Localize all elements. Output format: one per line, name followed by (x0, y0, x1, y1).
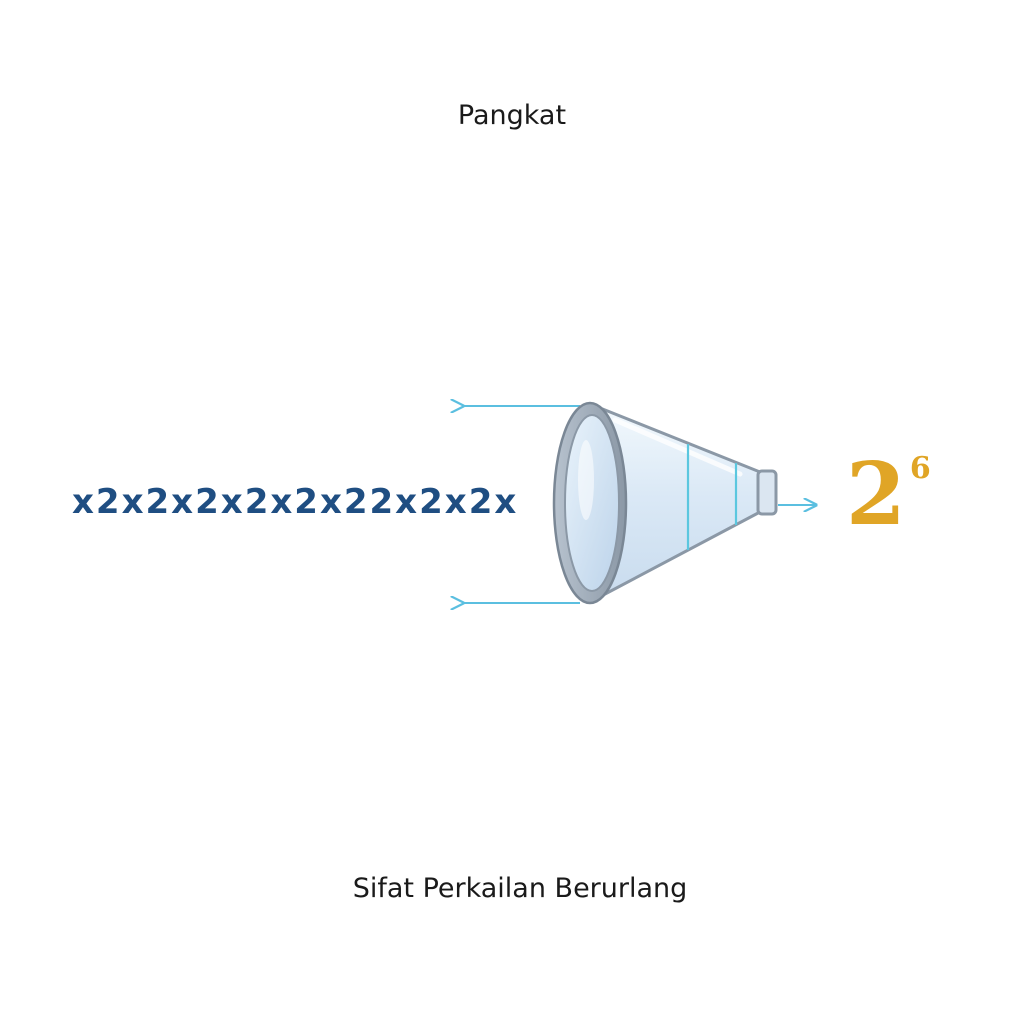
multiplication-sequence: x2x2x2x2x2x22x2x2x (72, 482, 519, 522)
funnel-graphic (440, 380, 840, 630)
result-exponent: 6 (909, 451, 931, 486)
result-base: 2 (846, 444, 906, 545)
diagram-title: Pangkat (457, 100, 567, 131)
funnel-spout (756, 469, 778, 516)
diagram-caption: Sifat Perkailan Berurlang (352, 873, 688, 904)
